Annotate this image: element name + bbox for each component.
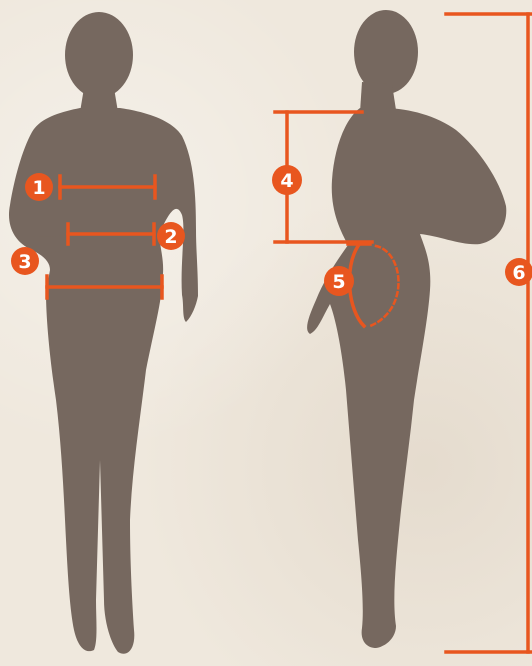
marker-5: 5 — [324, 266, 354, 296]
marker-6: 6 — [505, 258, 532, 286]
marker-4: 4 — [272, 165, 302, 195]
marker-1-label: 1 — [32, 177, 45, 199]
front-head — [65, 12, 133, 98]
marker-3-label: 3 — [18, 251, 31, 273]
marker-4-label: 4 — [280, 170, 293, 192]
marker-1: 1 — [25, 173, 53, 201]
marker-3: 3 — [11, 247, 39, 275]
side-head — [354, 10, 418, 94]
marker-2: 2 — [157, 222, 185, 250]
side-silhouette — [307, 10, 506, 648]
marker-5-label: 5 — [332, 271, 345, 293]
side-neck — [360, 82, 396, 112]
side-body — [307, 108, 506, 648]
front-silhouette — [9, 12, 198, 654]
marker-2-label: 2 — [164, 226, 177, 248]
marker-6-label: 6 — [512, 262, 525, 284]
